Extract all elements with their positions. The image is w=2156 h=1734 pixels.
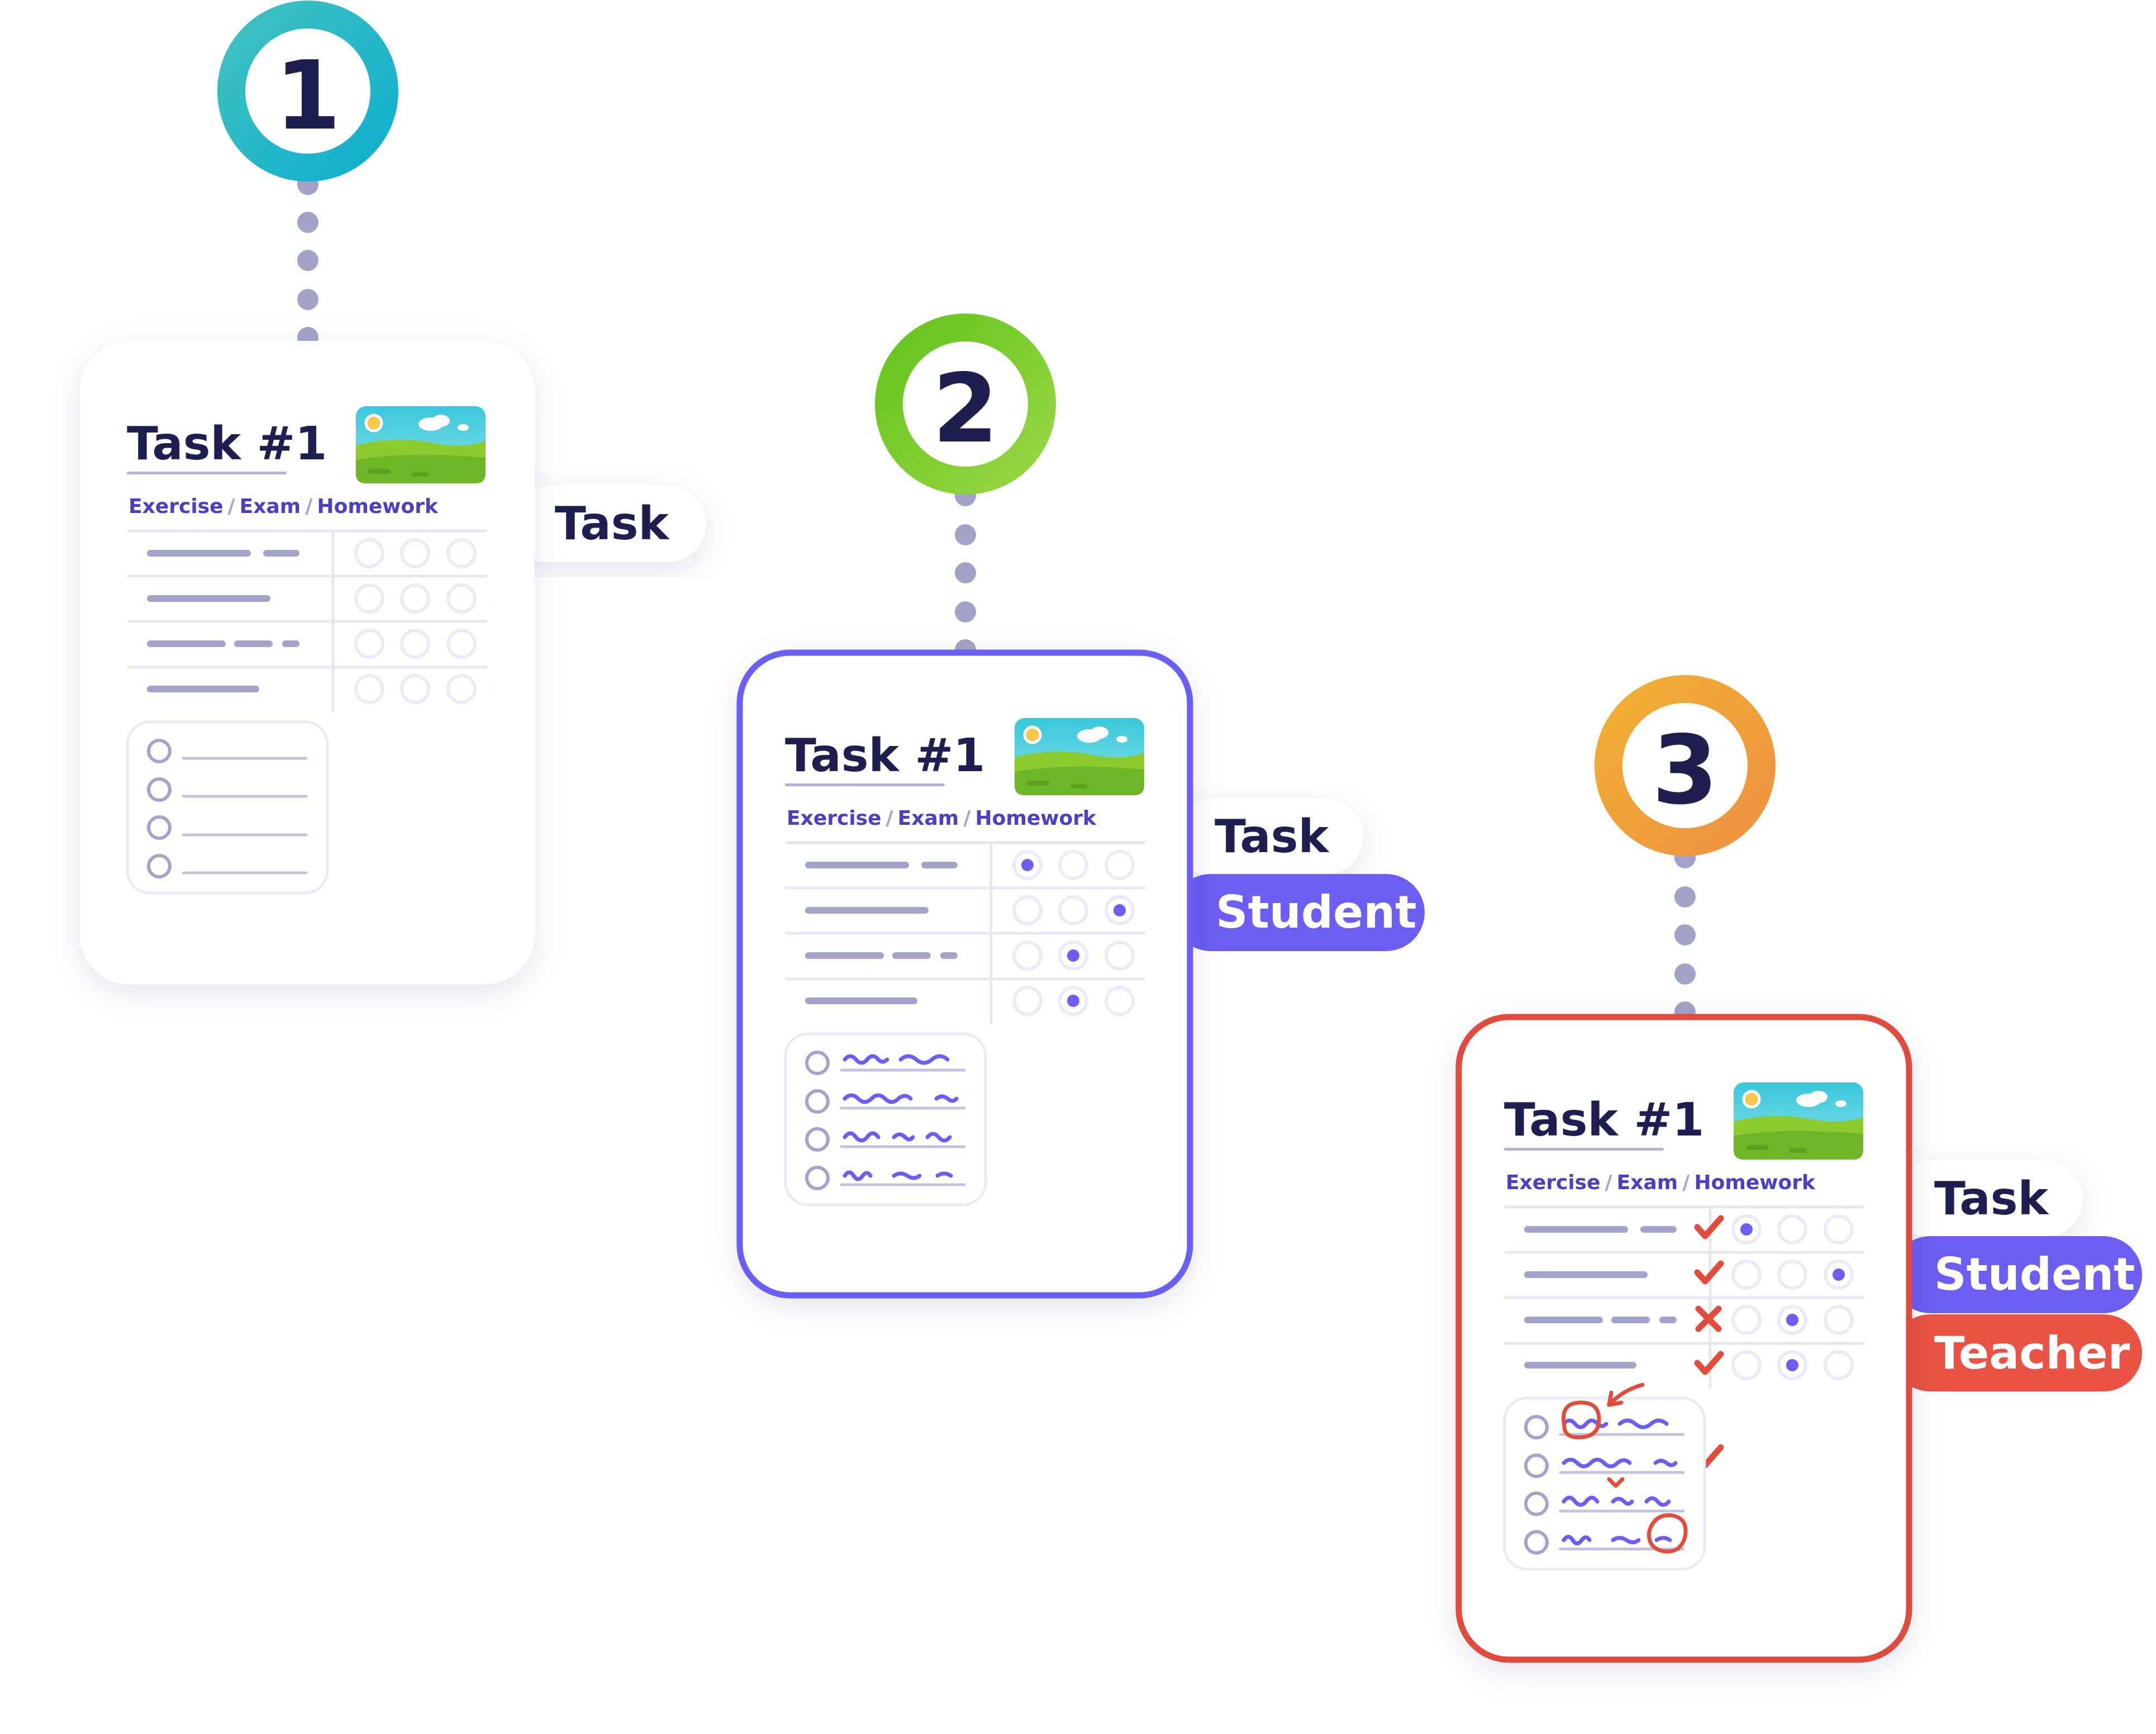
step-3-connector <box>1674 847 1696 1023</box>
tag-teacher-label: Teacher <box>1934 1327 2130 1379</box>
step-3: 3 Task Student Teacher Task #1 Exercise/… <box>1455 675 2142 1663</box>
check-icon <box>1694 1351 1724 1375</box>
step-3-tag-teacher: Teacher <box>1892 1314 2142 1391</box>
step-2-number: 2 <box>932 354 998 464</box>
check-icon <box>1694 1215 1724 1239</box>
cross-icon <box>1695 1305 1722 1332</box>
tag-task-label: Task <box>555 497 670 550</box>
step-3-tag-task: Task <box>1892 1160 2083 1237</box>
card-subtitle: Exercise/Exam/Homework <box>787 807 1097 830</box>
step-2-tag-student: Student <box>1172 874 1425 951</box>
step-3-badge: 3 <box>1595 675 1776 856</box>
card-subtitle: Exercise/Exam/Homework <box>128 495 439 518</box>
step-2-tag-task: Task <box>1172 798 1363 875</box>
step-2-task-card: Task #1 Exercise/Exam/Homework <box>736 649 1193 1299</box>
correction-circle <box>1562 1400 1601 1440</box>
step-1-number: 1 <box>275 41 341 151</box>
card-title: Task #1 <box>785 729 985 782</box>
card-title: Task #1 <box>1504 1094 1704 1147</box>
step-2-connector <box>955 485 976 661</box>
tag-student-label: Student <box>1216 886 1417 938</box>
step-2-badge: 2 <box>875 313 1056 495</box>
step-1-connector <box>297 174 318 348</box>
picture-icon <box>356 406 486 483</box>
step-3-task-card: Task #1 Exercise/Exam/Homework <box>1455 1014 1912 1663</box>
picture-icon <box>1734 1082 1863 1160</box>
step-1: 1 Task Task #1 Exercise/Exam/Homework <box>80 1 706 985</box>
step-1-task-card: Task #1 Exercise/Exam/Homework <box>80 341 535 985</box>
tag-task-label: Task <box>1934 1172 2050 1225</box>
check-icon <box>1694 1260 1724 1285</box>
correction-arrow <box>1607 1383 1645 1407</box>
card-subtitle: Exercise/Exam/Homework <box>1506 1171 1816 1194</box>
step-1-badge: 1 <box>217 1 398 182</box>
step-1-tag-task: Task <box>505 485 706 562</box>
correction-circle <box>1647 1513 1688 1554</box>
step-2: 2 Task Student Task #1 Exercise/Exam/Hom… <box>736 313 1425 1299</box>
tag-student-label: Student <box>1934 1248 2135 1300</box>
step-3-tag-student: Student <box>1892 1236 2142 1313</box>
tag-task-label: Task <box>1215 810 1330 863</box>
picture-icon <box>1015 718 1144 795</box>
card-title: Task #1 <box>127 417 327 471</box>
step-3-number: 3 <box>1652 715 1718 826</box>
correction-caret <box>1607 1477 1625 1488</box>
